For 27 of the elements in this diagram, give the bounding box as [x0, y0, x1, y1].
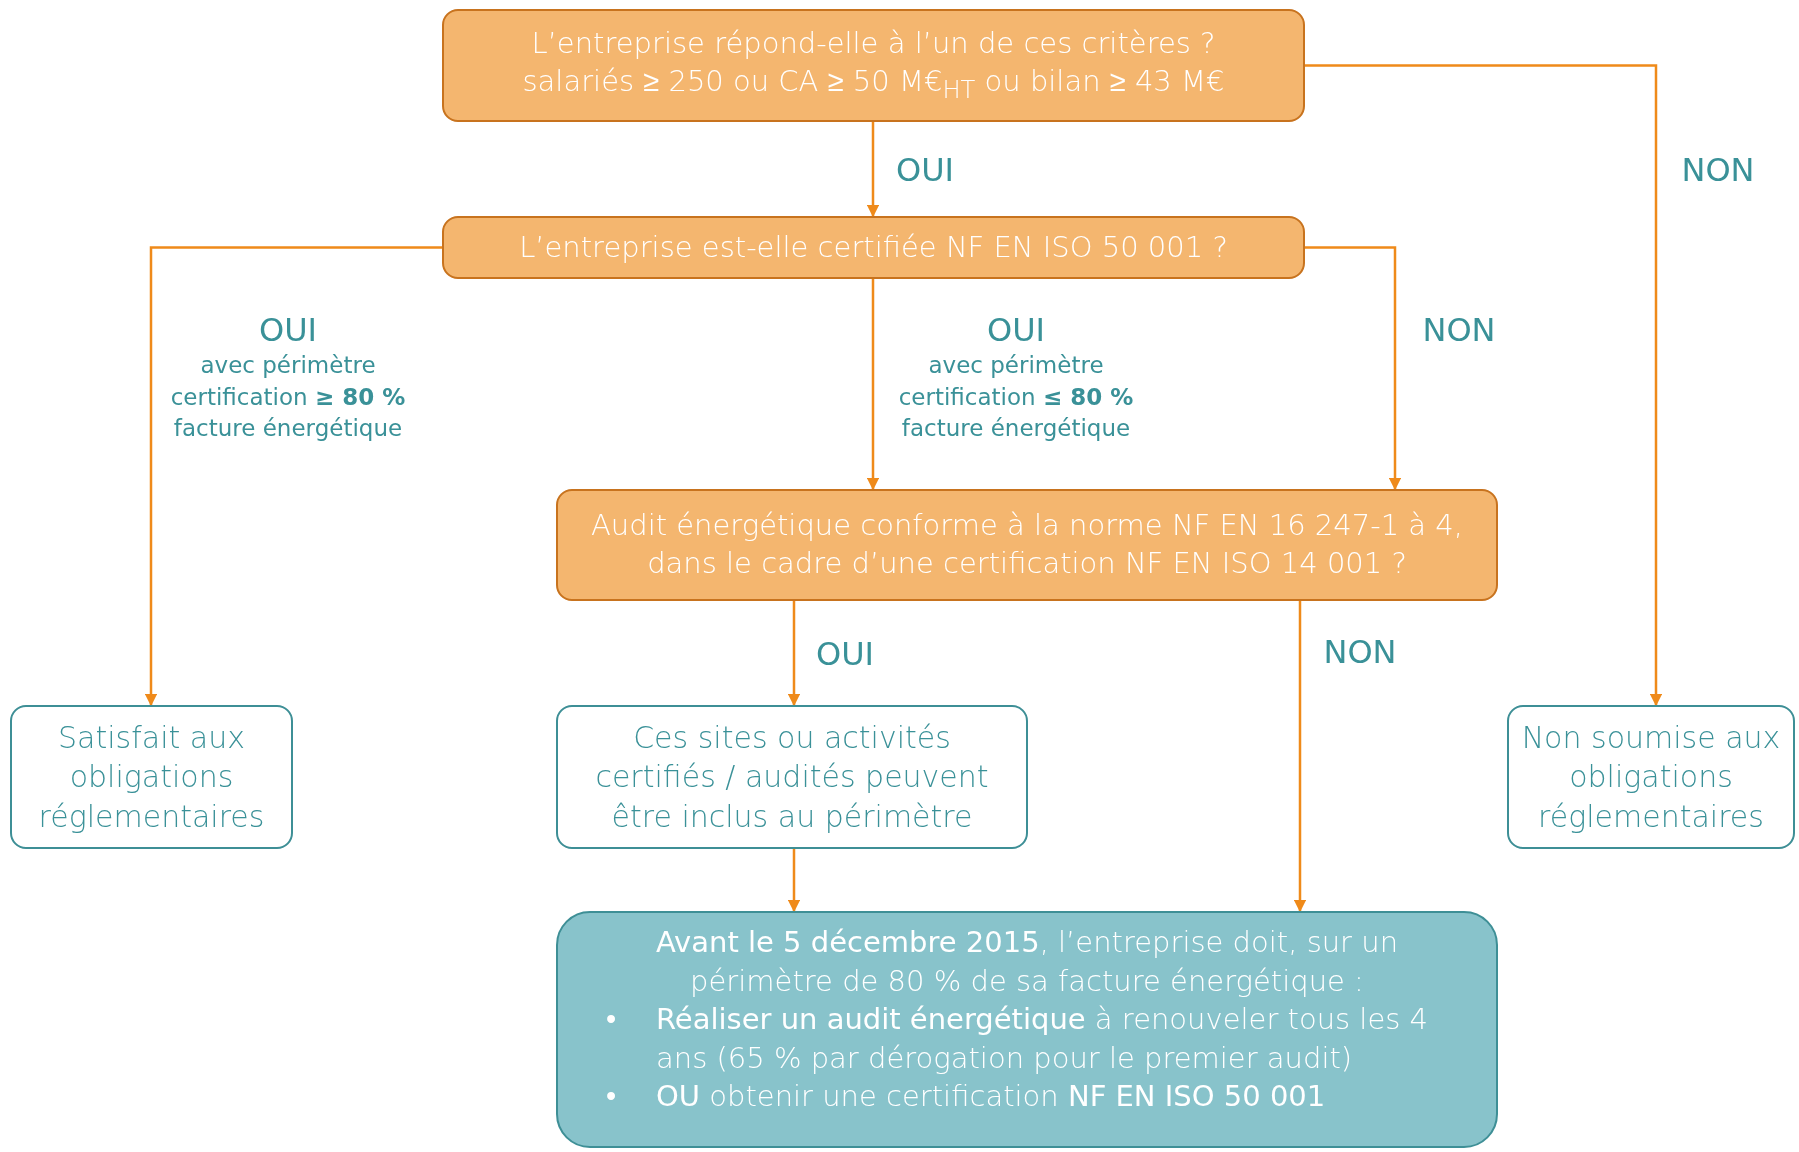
decision-box	[442, 216, 1305, 279]
question-text: L’entreprise répond-elle à l’un de ces critères ?	[531, 25, 1216, 63]
arrow	[144, 246, 442, 707]
bullet: •	[606, 1078, 618, 1116]
arrow	[1305, 246, 1402, 491]
question-text: salariés ≥ 250 ou CA ≥ 50 M€$_{HT}$ ou bilan ≥ 43 M€	[522, 62, 1225, 106]
decision-box	[442, 9, 1305, 122]
action-box	[556, 911, 1498, 1148]
result-text: Non soumise aux obligations réglementaires	[1521, 718, 1781, 836]
arrow	[866, 279, 880, 491]
bullet: •	[606, 1001, 618, 1039]
arrow	[1293, 601, 1307, 913]
result-text: Satisfait aux obligations réglementaires	[37, 718, 266, 836]
arrow	[787, 849, 801, 913]
question-text: L’entreprise est-elle certifiée NF EN ISO 50 001 ?	[519, 228, 1228, 266]
decision-box	[556, 489, 1498, 601]
question-text: Audit énergétique conforme à la norme NF EN 16 247-1 à 4, dans le cadre d’une certification NF EN ISO 14 001 ?	[590, 507, 1464, 582]
action-text: Avant le 5 décembre 2015, l’entreprise doit, sur un périmètre de 80 % de sa facture énergétique :	[654, 924, 1400, 1000]
bullet-item: OU obtenir une certification NF EN ISO 50 001	[656, 1078, 1326, 1116]
result-text: Ces sites ou activités certifiés / audités peuvent être inclus au périmètre	[594, 718, 990, 836]
arrow	[866, 122, 880, 218]
result-box	[556, 705, 1028, 849]
arrow	[787, 601, 801, 707]
bullet-item: Réaliser un audit énergétique à renouveler tous les 4 ans (65 % par dérogation pour le premier audit)	[656, 1001, 1430, 1077]
result-box	[1507, 705, 1795, 849]
arrow	[1305, 64, 1663, 707]
result-box	[10, 705, 293, 849]
